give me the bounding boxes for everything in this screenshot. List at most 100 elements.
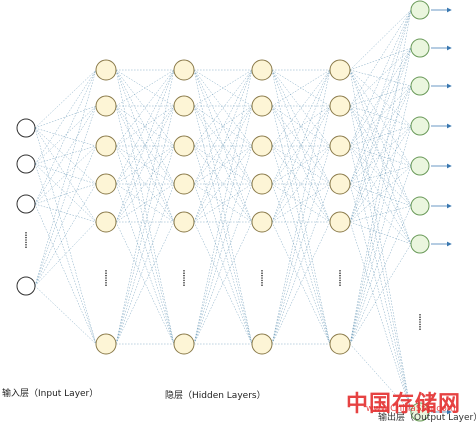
connection-line — [34, 183, 97, 287]
ellipsis-dot — [183, 270, 185, 272]
hidden-node — [173, 211, 195, 233]
ellipsis-dot — [105, 274, 107, 277]
ellipsis-dot — [261, 279, 263, 282]
connection-line — [349, 105, 412, 413]
ellipsis-dot — [339, 282, 341, 284]
hidden-node — [251, 333, 273, 355]
connection-line — [115, 145, 175, 345]
connection-line — [349, 9, 412, 107]
connection-line — [34, 285, 97, 345]
connection-line — [115, 105, 175, 345]
connection-line — [349, 145, 412, 207]
hidden-node — [329, 211, 351, 233]
connection-line — [193, 69, 253, 147]
connection-line — [349, 85, 412, 223]
connection-line — [349, 125, 412, 223]
ellipsis-dot — [339, 274, 341, 277]
hidden-node — [95, 135, 117, 157]
ellipsis-dot — [261, 282, 263, 284]
connection-line — [349, 105, 412, 167]
connection-line — [349, 221, 412, 245]
connection-line — [349, 105, 412, 207]
connection-line — [193, 69, 253, 223]
hidden-node — [329, 95, 351, 117]
connection-line — [193, 105, 253, 345]
connection-line — [193, 183, 253, 223]
hidden-node — [173, 173, 195, 195]
hidden-node — [173, 59, 195, 81]
ellipsis-dot — [105, 282, 107, 284]
connection-line — [271, 69, 331, 107]
ellipsis-dot — [25, 232, 27, 234]
connection-line — [34, 163, 97, 223]
connection-line — [349, 145, 412, 245]
ellipsis-dot — [105, 277, 107, 279]
connection-line — [349, 9, 412, 147]
hidden-node — [251, 135, 273, 157]
ellipsis-dot — [25, 244, 27, 246]
connection-line — [349, 69, 412, 127]
connection-line — [349, 9, 412, 71]
ellipsis-dot — [419, 314, 421, 316]
connection-line — [349, 125, 412, 185]
connection-line — [271, 221, 331, 345]
connection-line — [271, 145, 331, 185]
connection-line — [193, 145, 253, 345]
connection-line — [193, 145, 253, 223]
connection-line — [349, 221, 412, 413]
connection-line — [349, 243, 412, 345]
connection-line — [271, 145, 331, 223]
ellipsis-markers — [25, 232, 421, 331]
hidden-node — [329, 333, 351, 355]
hidden-node — [251, 95, 273, 117]
connection-line — [115, 105, 175, 185]
ellipsis-dot — [261, 270, 263, 272]
connection-line — [34, 105, 97, 287]
connection-line — [34, 127, 97, 345]
connection-line — [349, 165, 412, 345]
connection-line — [115, 145, 175, 223]
ellipsis-dot — [419, 318, 421, 321]
connection-line — [349, 165, 412, 223]
ellipsis-dot — [339, 277, 341, 279]
connection-line — [115, 69, 175, 147]
ellipsis-dot — [339, 279, 341, 282]
connection-line — [349, 9, 412, 223]
connection-line — [271, 69, 331, 185]
connection-line — [193, 105, 253, 223]
neuron-nodes — [16, 0, 430, 422]
connection-line — [115, 145, 175, 185]
connection-line — [271, 69, 331, 223]
connection-line — [349, 69, 412, 413]
connection-line — [193, 145, 253, 223]
connection-line — [271, 183, 331, 223]
ellipsis-dot — [105, 270, 107, 272]
ellipsis-dot — [183, 277, 185, 279]
connection-line — [193, 183, 253, 345]
connection-lines — [34, 9, 412, 413]
connection-line — [34, 69, 97, 205]
output-node — [410, 0, 430, 20]
ellipsis-dot — [339, 270, 341, 272]
hidden-node — [251, 173, 273, 195]
output-node — [410, 234, 430, 254]
output-node — [410, 156, 430, 176]
ellipsis-marker — [261, 270, 263, 287]
input-node — [16, 276, 36, 296]
input-layer-label: 输入层（Input Layer） — [2, 389, 99, 399]
output-node — [410, 76, 430, 96]
watermark-url: www.ChinaStor.com — [366, 404, 456, 414]
ellipsis-dot — [419, 328, 421, 331]
connection-line — [115, 183, 175, 223]
connection-line — [34, 69, 97, 287]
ellipsis-dot — [105, 279, 107, 282]
ellipsis-marker — [339, 270, 341, 287]
connection-line — [271, 105, 331, 223]
ellipsis-dot — [25, 241, 27, 244]
ellipsis-dot — [261, 272, 263, 275]
hidden-layers-label: 隐层（Hidden Layers） — [165, 391, 266, 401]
output-node — [410, 38, 430, 58]
ellipsis-dot — [25, 234, 27, 236]
ellipsis-marker — [25, 232, 27, 248]
